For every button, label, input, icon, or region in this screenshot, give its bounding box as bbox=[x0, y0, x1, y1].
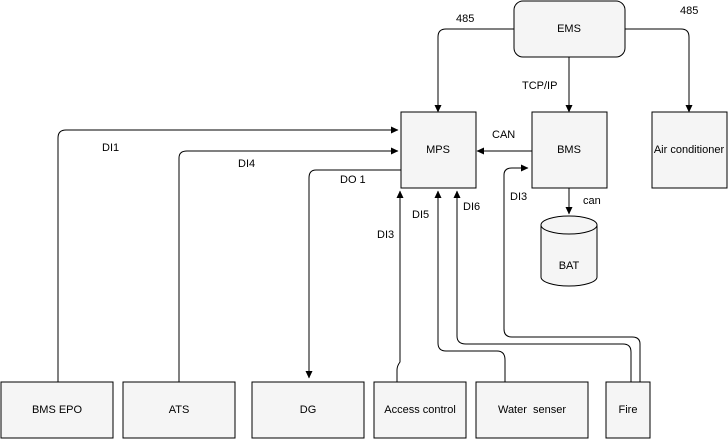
edge-label-fire-bms: DI3 bbox=[510, 191, 527, 203]
edge-label-bms-bat: can bbox=[583, 195, 601, 207]
water-sensor-box: Water senser bbox=[475, 381, 589, 439]
edge-label-fire-mps: DI6 bbox=[463, 201, 480, 213]
bms-label: BMS bbox=[557, 144, 581, 156]
edge-label-ems-air: 485 bbox=[680, 5, 698, 17]
air-conditioner-box: Air conditioner bbox=[651, 111, 728, 189]
edge-fire-bms bbox=[503, 164, 641, 382]
bms-epo-label: BMS EPO bbox=[32, 404, 83, 416]
edge-fire-mps bbox=[453, 190, 632, 382]
ems-box: EMS bbox=[513, 0, 626, 58]
fire-label: Fire bbox=[619, 404, 638, 416]
dg-box: DG bbox=[251, 381, 365, 439]
ats-label: ATS bbox=[169, 404, 190, 416]
edge-epo-mps bbox=[57, 126, 399, 382]
edge-ems-mps bbox=[434, 28, 514, 113]
edge-label-bms-mps: CAN bbox=[492, 129, 515, 141]
edge-label-access-mps: DI3 bbox=[377, 229, 394, 241]
water-sensor-label: Water senser bbox=[498, 404, 566, 416]
connectors bbox=[57, 28, 693, 382]
bat-label: BAT bbox=[559, 260, 580, 272]
edge-label-ems-mps: 485 bbox=[456, 13, 474, 25]
edge-label-epo-mps: DI1 bbox=[102, 142, 119, 154]
edge-label-water-mps: DI5 bbox=[412, 209, 429, 221]
edge-label-ems-bms: TCP/IP bbox=[522, 80, 557, 92]
edge-mps-dg bbox=[305, 169, 401, 379]
dg-label: DG bbox=[300, 404, 317, 416]
edge-water-mps bbox=[434, 190, 506, 382]
edge-label-mps-dg: DO 1 bbox=[340, 174, 366, 186]
fire-box: Fire bbox=[605, 381, 651, 439]
mps-box: MPS bbox=[400, 111, 477, 189]
bms-box: BMS bbox=[531, 111, 608, 189]
edge-ats-mps bbox=[178, 147, 399, 382]
bat-cylinder: BAT bbox=[540, 215, 598, 287]
ems-label: EMS bbox=[557, 23, 581, 35]
edge-label-ats-mps: DI4 bbox=[238, 158, 255, 170]
access-control-box: Access control bbox=[373, 381, 467, 439]
mps-label: MPS bbox=[426, 144, 450, 156]
access-control-label: Access control bbox=[384, 404, 456, 416]
edge-labels: 485 485 TCP/IP CAN can DI1 DI4 DO 1 DI3 … bbox=[102, 5, 698, 241]
edge-access-mps bbox=[396, 190, 404, 382]
edge-ems-air bbox=[625, 28, 693, 113]
ats-box: ATS bbox=[122, 381, 236, 439]
bms-epo-box: BMS EPO bbox=[0, 381, 114, 439]
air-conditioner-label: Air conditioner bbox=[654, 144, 725, 156]
